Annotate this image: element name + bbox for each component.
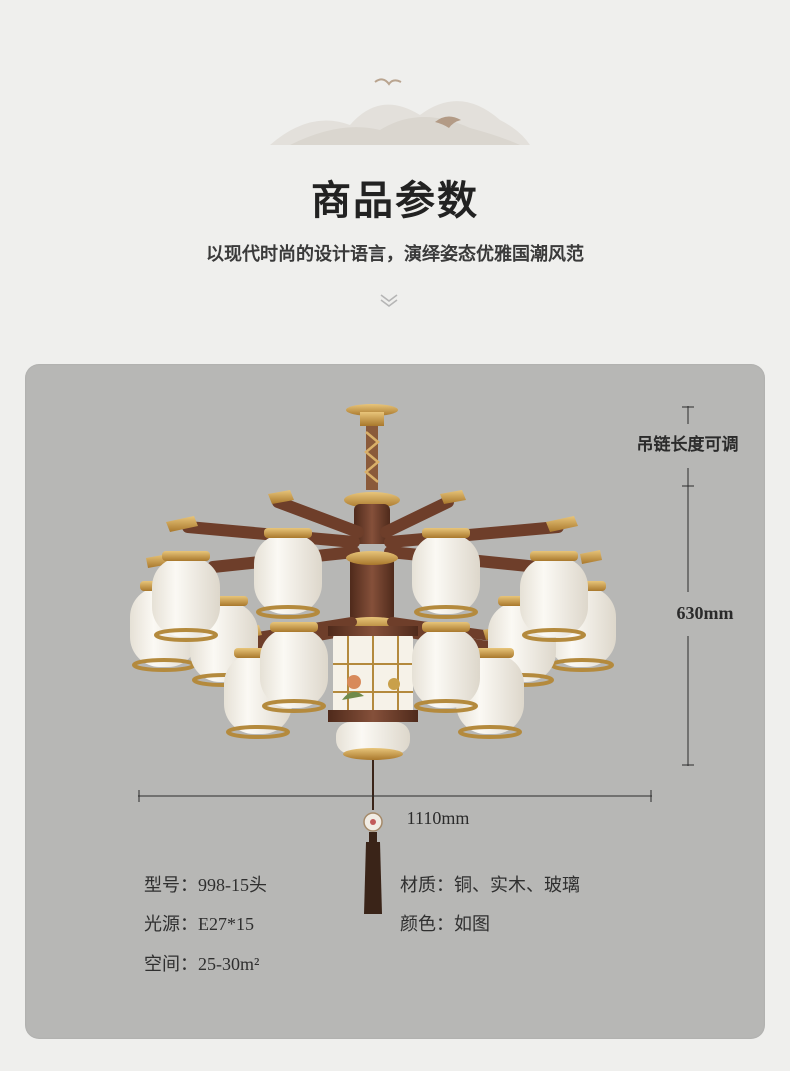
chevron-down-icon [380, 294, 398, 307]
spec-source-label: 光源： [144, 914, 198, 935]
spec-material: 材质：铜、实木、玻璃 [400, 871, 580, 897]
chandelier-image [128, 404, 618, 914]
spec-light-source: 光源：E27*15 [144, 910, 254, 936]
chain-adjustable-label: 吊链长度可调 [636, 435, 739, 455]
spec-space: 空间：25-30m² [144, 950, 259, 976]
spec-space-label: 空间： [144, 954, 198, 975]
height-label: 630mm [676, 603, 734, 623]
decorative-hills-icon [270, 78, 530, 145]
spec-model-value: 998-15头 [198, 875, 267, 895]
page-subtitle: 以现代时尚的设计语言，演绎姿态优雅国潮风范 [206, 244, 584, 265]
spec-model-label: 型号： [144, 875, 198, 896]
height-dimension-line [678, 406, 698, 766]
width-dimension-line [138, 790, 652, 802]
spec-color-value: 如图 [454, 914, 490, 935]
spec-model: 型号：998-15头 [144, 871, 267, 897]
spec-color: 颜色：如图 [400, 910, 490, 936]
spec-source-value: E27*15 [198, 914, 254, 934]
spec-material-label: 材质： [400, 875, 454, 896]
spec-color-label: 颜色： [400, 914, 454, 935]
width-label: 1110mm [406, 808, 470, 828]
spec-space-value: 25-30m² [198, 954, 260, 974]
spec-material-value: 铜、实木、玻璃 [454, 875, 580, 896]
page-title: 商品参数 [311, 178, 479, 224]
